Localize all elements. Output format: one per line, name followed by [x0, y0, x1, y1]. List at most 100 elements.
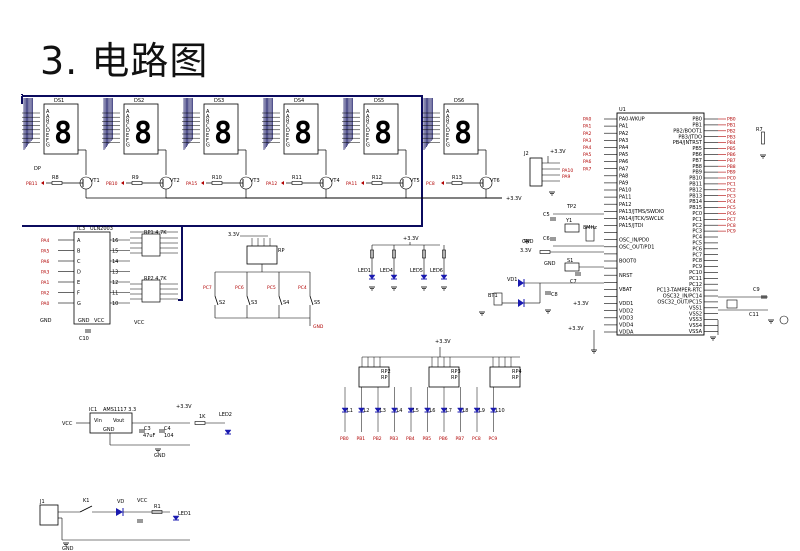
- mcu-pin-name: PB2/BOOT1: [673, 128, 702, 134]
- pin-label: F: [46, 138, 49, 144]
- ulq-pin-name: GND: [78, 318, 90, 324]
- mcu-pin-name: PA14/JTCK/SWCLK: [619, 216, 664, 222]
- pin-label: D: [366, 128, 370, 134]
- pin-label: C: [206, 123, 210, 129]
- led-net: PB5: [423, 436, 432, 442]
- key-switch: [214, 295, 219, 306]
- pin-label: G: [46, 143, 50, 149]
- resistor-name: R13: [452, 175, 462, 181]
- usb-connector: [39, 504, 59, 526]
- mcu-pin-name: PC0: [692, 211, 702, 217]
- resistor: [451, 181, 463, 185]
- rail-label: +3.3V: [573, 301, 589, 307]
- rp-name: RP2: [381, 369, 391, 375]
- ulq-pin-name: B: [77, 249, 81, 255]
- ulq-pin-name: G: [77, 301, 81, 307]
- led-name: L3: [380, 408, 386, 414]
- mcu-pin-name: VBAT: [619, 287, 633, 293]
- transistor-name: VT1: [90, 178, 100, 184]
- led-name: LED4: [380, 268, 393, 274]
- key-switch: [309, 295, 314, 306]
- ulq-pin-name: A: [77, 238, 81, 244]
- net-arrow: [441, 181, 444, 185]
- rail-label: 3.3V: [520, 248, 532, 254]
- resistor: [442, 249, 446, 259]
- pin-label: F: [286, 138, 289, 144]
- rail-label: VCC: [62, 421, 73, 427]
- mcu-pin-name: PA3: [619, 138, 628, 144]
- rail-label: VCC: [137, 498, 148, 504]
- mcu-net: PB7: [727, 158, 736, 164]
- mcu-pin-name: PC10: [689, 270, 702, 276]
- rail-label: +3.3V: [506, 196, 522, 202]
- crystal-y2: [726, 299, 738, 309]
- mcu-net: PA5: [583, 152, 592, 158]
- led-net: PB6: [439, 436, 448, 442]
- ulq-pin-num: 13: [112, 270, 118, 276]
- mcu-pin-name: VSS1: [689, 305, 702, 311]
- mcu-pin-name: PB3/JTDO: [678, 134, 702, 140]
- led-name: L4: [397, 408, 403, 414]
- key-net: PC4: [298, 285, 307, 291]
- switch-name: S1: [567, 258, 573, 264]
- ulq-net: GND: [40, 318, 52, 324]
- mcu-pin-name: PC2: [692, 223, 702, 229]
- led-symbol: [407, 407, 415, 413]
- display-digit: 8: [454, 116, 472, 151]
- resistor: [131, 181, 143, 185]
- pin-label: G: [286, 143, 290, 149]
- resistor: [585, 226, 595, 242]
- mcu-net: PB0: [727, 117, 736, 123]
- ulq-pin-num: 16: [112, 238, 118, 244]
- cap-name: C11: [749, 312, 759, 318]
- led-symbol: [390, 274, 398, 280]
- base-net: PA11: [346, 181, 357, 187]
- gnd-label: GND: [62, 546, 74, 551]
- pin-label: C: [286, 123, 290, 129]
- mcu-pin-name: PA2: [619, 131, 628, 137]
- diode: [518, 299, 524, 307]
- pin-label: D: [206, 128, 210, 134]
- display-name: DS3: [214, 98, 224, 104]
- led-name: L7: [446, 408, 452, 414]
- resistor-name: R10: [212, 175, 222, 181]
- pin-label: A: [286, 114, 290, 120]
- pin-label: G: [366, 143, 370, 149]
- led-symbol: [457, 407, 464, 413]
- diode: [518, 279, 524, 287]
- net-arrow: [281, 181, 284, 185]
- rp-name: RP1 4.7K: [144, 230, 167, 236]
- mcu-pin-name: PA4: [619, 145, 628, 151]
- pin-label: A: [446, 109, 450, 115]
- led-name: L10: [496, 408, 505, 414]
- mcu-pin-name: PA9: [619, 181, 628, 187]
- mcu-pin-name: PC1: [692, 217, 702, 223]
- mcu-pin-name: VDD4: [619, 323, 633, 329]
- pin-label: A: [206, 114, 210, 120]
- mcu-pin-name: PA1: [619, 124, 628, 130]
- mcu-pin-name: PC13-TAMPER-RTC: [657, 288, 703, 294]
- base-net: PA15: [186, 181, 197, 187]
- pin-label: D: [446, 128, 450, 134]
- ulq-input-net: PA5: [41, 249, 50, 255]
- resistor-name: R7: [756, 127, 763, 133]
- header-net: +3.3V: [550, 149, 566, 155]
- pin-label: C: [126, 123, 130, 129]
- key-net: PC7: [203, 285, 212, 291]
- mcu-pin-name: PA12: [619, 202, 631, 208]
- cap-name: C5: [543, 212, 550, 218]
- mcu-net: PC2: [727, 187, 736, 193]
- mcu-u1: U1PA0-WKUPPA1PA2PA3PA4PA5PA6PA7PA8PA9PA1…: [568, 107, 789, 354]
- switch-name: S2: [219, 300, 225, 306]
- led-net: PC9: [489, 436, 498, 442]
- mcu-pin-name: OSC32_OUT/PC15: [657, 300, 702, 306]
- led-symbol: [473, 407, 481, 413]
- pin-label: B: [206, 119, 210, 125]
- led-symbol: [374, 407, 382, 413]
- base-net: PB10: [106, 181, 118, 187]
- ic-name: ULN2003: [90, 226, 113, 232]
- mcu-pin-name: PA5: [619, 152, 628, 158]
- resistor: [761, 131, 765, 145]
